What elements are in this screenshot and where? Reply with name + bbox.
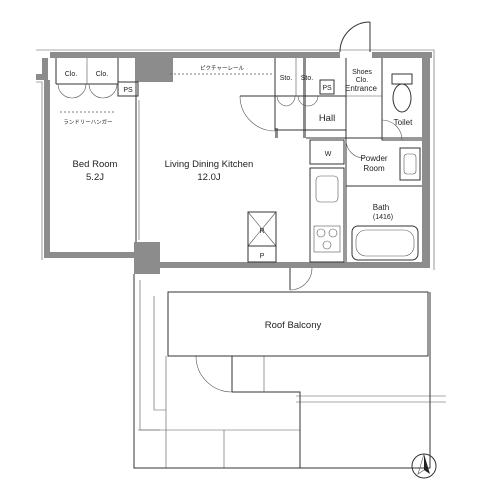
rails	[60, 73, 274, 113]
balcony	[133, 274, 446, 469]
bath-size-label: (1416)	[373, 214, 393, 221]
powder-room-label-1: Powder	[360, 154, 387, 163]
room-labels: Clo. Clo. PS ランドリーハンガー ピクチャーレール Bed Room…	[63, 65, 413, 331]
storage-label-2: Sto.	[301, 75, 314, 82]
laundry-hanger-label: ランドリーハンガー	[63, 118, 112, 126]
interior-partitions	[55, 58, 422, 262]
refrigerator-label: R	[259, 228, 264, 235]
doors	[57, 21, 403, 393]
bed-room-name: Bed Room	[73, 159, 118, 170]
kitchen	[247, 167, 345, 263]
bath-fixtures	[351, 73, 421, 261]
ldk-name: Living Dining Kitchen	[165, 159, 254, 170]
pantry-label: P	[260, 253, 265, 260]
shoes-closet-label-2: Clo.	[356, 77, 369, 84]
ldk-area: 12.0J	[197, 172, 220, 183]
storage-label-1: Sto.	[280, 75, 293, 82]
exterior-walls	[36, 52, 432, 274]
bed-room-area: 5.2J	[86, 172, 104, 183]
closet-label-2: Clo.	[96, 71, 109, 78]
picture-rail-label: ピクチャーレール	[200, 65, 244, 72]
ps-label-bedroom: PS	[123, 87, 133, 94]
entrance-label: Entrance	[345, 84, 378, 93]
roof-balcony-label: Roof Balcony	[265, 320, 322, 331]
closet-label-1: Clo.	[65, 71, 78, 78]
bath-label: Bath	[373, 203, 389, 212]
ps-label-hall: PS	[322, 85, 332, 92]
outer-border	[36, 49, 435, 270]
powder-room-label-2: Room	[363, 164, 385, 173]
hall-label: Hall	[319, 113, 335, 124]
north-arrow-icon	[411, 453, 437, 479]
washer-label: W	[325, 151, 332, 158]
toilet-label: Toilet	[394, 118, 413, 127]
shoes-closet-label-1: Shoes	[352, 69, 372, 76]
